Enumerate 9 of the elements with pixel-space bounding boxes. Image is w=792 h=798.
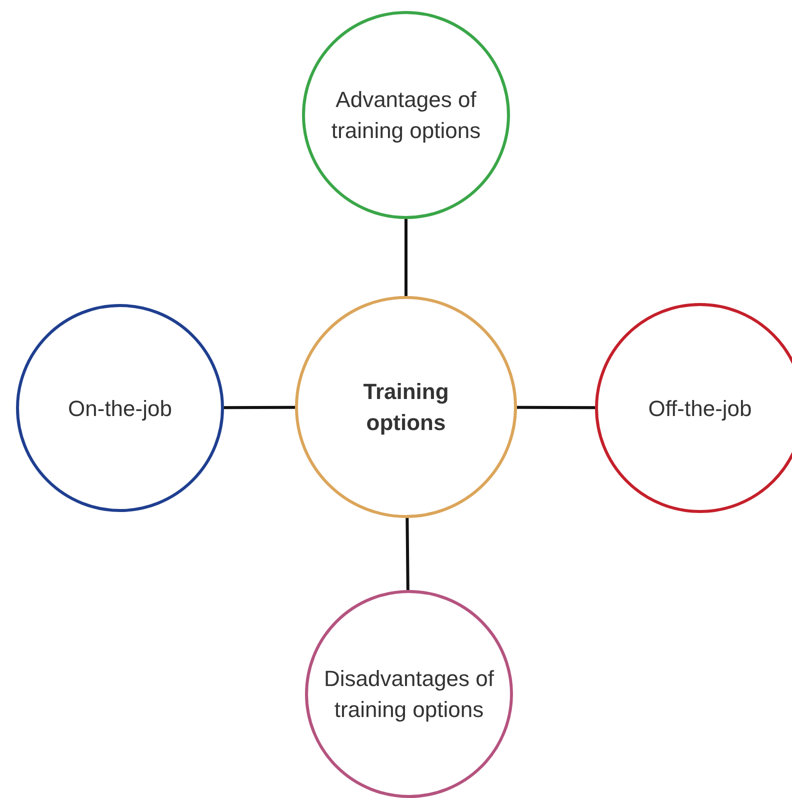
topic-label: Disadvantages of training options	[324, 665, 494, 724]
connector-line	[224, 406, 295, 410]
topic-label: Training options	[362, 378, 450, 437]
topic-label: Off-the-job	[648, 394, 752, 423]
topic-label: On-the-job	[68, 394, 172, 423]
connector-line	[404, 219, 408, 296]
connector-line	[517, 406, 595, 410]
connector-line	[406, 518, 410, 590]
topic-label: Advantages of training options	[331, 86, 481, 145]
